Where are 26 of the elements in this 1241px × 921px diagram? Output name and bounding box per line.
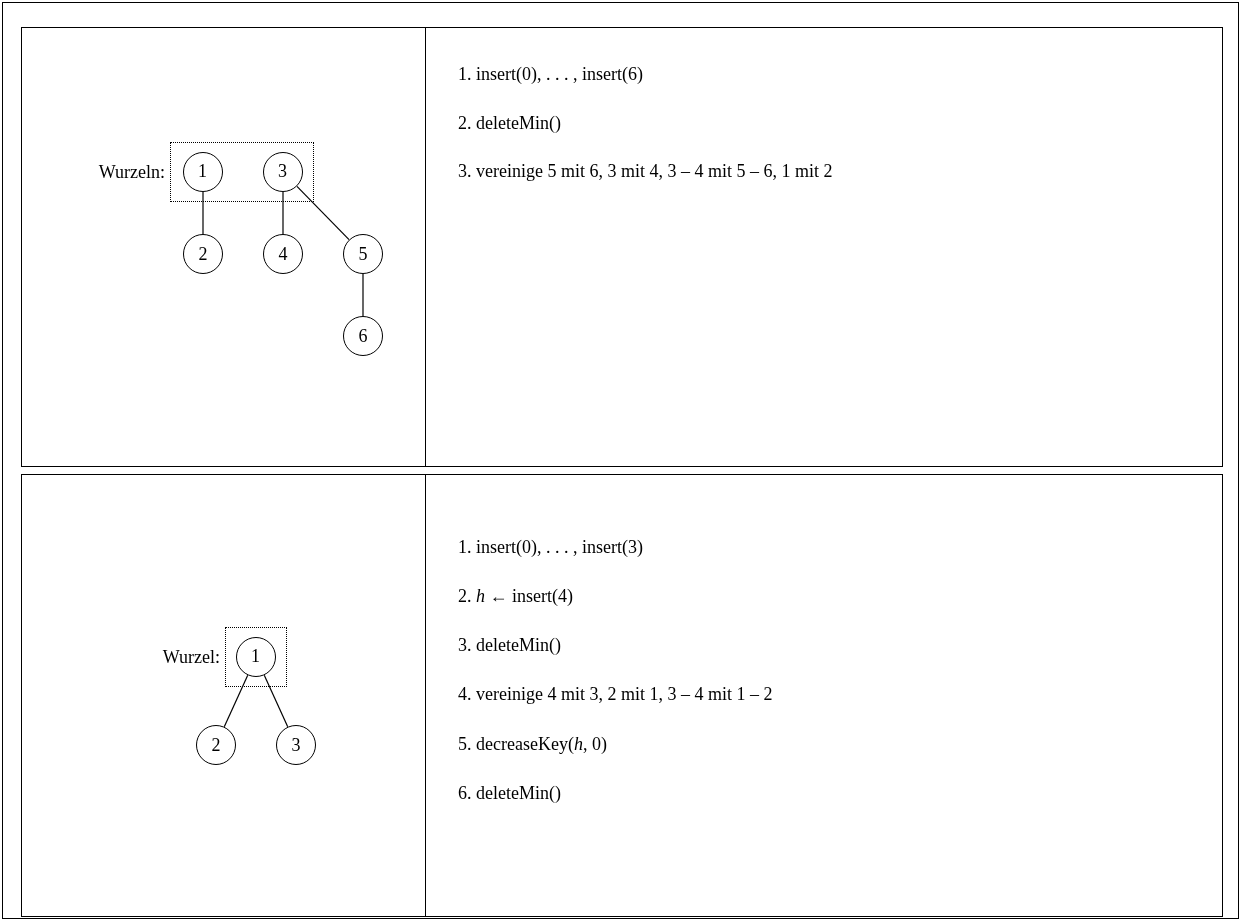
tree-node-circle: 6 <box>343 316 383 356</box>
tree-edge <box>362 273 364 317</box>
tree-node-circle: 2 <box>196 725 236 765</box>
list-item: 5. decreaseKey(h, 0) <box>458 734 607 755</box>
tree-edge <box>263 674 289 728</box>
list-item: 3. vereinige 5 mit 6, 3 mit 4, 3 – 4 mit 5 – 6, 1 mit 2 <box>458 161 833 182</box>
tree-node-circle: 3 <box>262 151 303 192</box>
tree-node-circle: 5 <box>343 234 383 274</box>
list-item: 3. deleteMin() <box>458 635 561 656</box>
list-item: 4. vereinige 4 mit 3, 2 mit 1, 3 – 4 mit 1 – 2 <box>458 684 773 705</box>
tree-node-circle: 4 <box>263 234 303 274</box>
tree-node-circle: 2 <box>183 234 223 274</box>
list-item: 1. insert(0), . . . , insert(3) <box>458 537 643 558</box>
tree-node-circle: 1 <box>182 151 223 192</box>
tree-node-circle: 1 <box>235 636 276 677</box>
root-label: Wurzeln: <box>98 161 165 183</box>
list-item: 2. deleteMin() <box>458 113 561 134</box>
list-item: 2. h ← insert(4) <box>458 586 573 607</box>
tree-edge <box>223 674 249 728</box>
tree-node-circle: 3 <box>276 725 316 765</box>
tree-edge <box>296 185 350 241</box>
list-item: 6. deleteMin() <box>458 783 561 804</box>
tree-edge <box>282 191 284 235</box>
tree-edge <box>202 191 204 235</box>
root-label: Wurzel: <box>162 646 220 668</box>
list-item: 1. insert(0), . . . , insert(6) <box>458 64 643 85</box>
